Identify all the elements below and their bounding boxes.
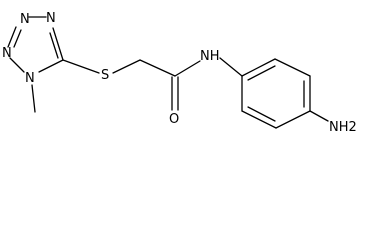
bond-ring-1 — [241, 58, 276, 77]
bond-ring-2 — [274, 58, 311, 77]
atom-nh: NH — [200, 49, 220, 64]
bond-n-methyl-c5 — [38, 59, 64, 73]
bonds — [7, 16, 329, 129]
atom-nh2: NH2 — [329, 120, 357, 135]
bond-ring-inner-1 — [247, 65, 276, 81]
bond-nh-ring — [219, 57, 243, 77]
bond-n-left-n-methyl — [9, 57, 25, 73]
bond-s-ch2 — [112, 59, 141, 74]
bond-n-top-n-left-inner — [13, 29, 22, 48]
bond-n-methyl-ch3 — [31, 84, 36, 113]
atom-o: O — [169, 112, 179, 127]
bond-ring-4 — [275, 110, 311, 129]
structure-diagram: N N N N S NH O NH2 — [2, 11, 357, 135]
bond-ring-nh2 — [309, 110, 329, 122]
atom-s: S — [101, 68, 109, 83]
atom-n-top: N — [20, 12, 30, 27]
bond-c5-s — [62, 59, 100, 74]
bond-c5-n-right — [52, 27, 64, 61]
atom-n-left: N — [2, 46, 12, 61]
bond-ring-inner-3 — [247, 106, 276, 122]
bond-c5-n-right-inner — [49, 32, 59, 59]
bond-ring-5 — [241, 110, 277, 129]
bond-n-top-n-left — [7, 26, 17, 48]
bond-carbonyl-nh — [174, 60, 201, 77]
atom-labels: N N N N S NH O NH2 — [2, 11, 357, 135]
atom-n-methyl: N — [25, 71, 35, 86]
bond-ch2-carbonyl — [139, 59, 176, 77]
atom-n-right: N — [46, 11, 56, 26]
